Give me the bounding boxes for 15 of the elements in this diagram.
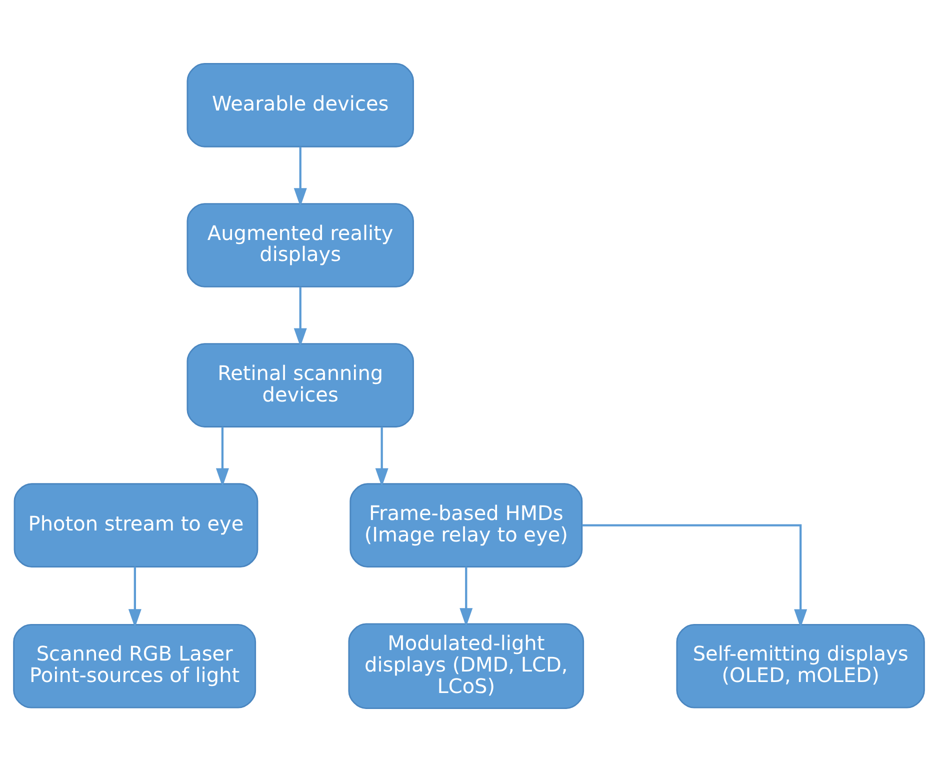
node-box: Augmented reality displays xyxy=(186,203,414,288)
arrow xyxy=(294,146,307,207)
arrow xyxy=(294,286,307,347)
arrow xyxy=(582,524,808,628)
node-box: Photon stream to eye xyxy=(14,483,258,568)
node-box: Wearable devices xyxy=(186,63,414,148)
node-box: Retinal scanning devices xyxy=(186,343,414,428)
arrow xyxy=(128,566,142,628)
node-box: Modulated-light displays (DMD, LCD, LCoS) xyxy=(348,623,584,709)
node-box: Frame-based HMDs (Image relay to eye) xyxy=(350,483,583,568)
arrow xyxy=(216,426,229,487)
node-box: Self-emitting displays (OLED, mOLED) xyxy=(676,624,925,708)
arrow xyxy=(460,566,473,627)
arrow xyxy=(375,426,388,487)
node-box: Scanned RGB Laser Point-sources of light xyxy=(13,624,256,708)
